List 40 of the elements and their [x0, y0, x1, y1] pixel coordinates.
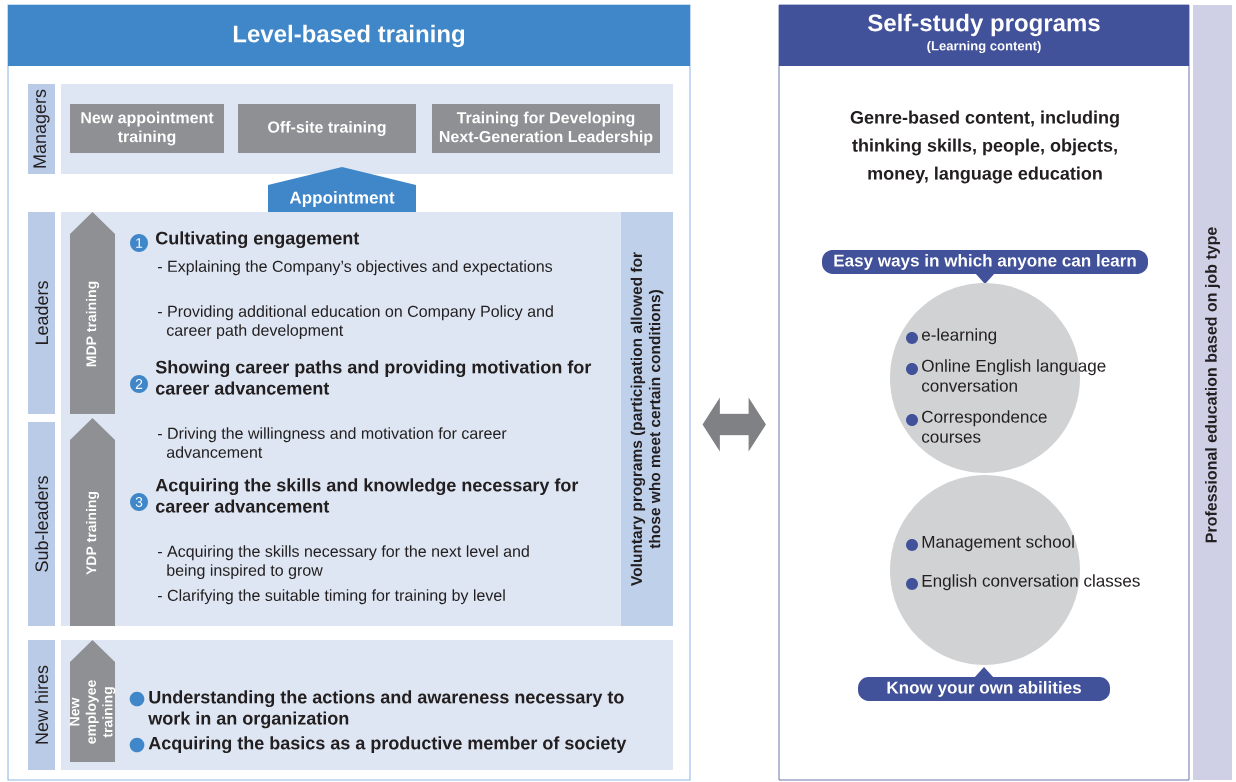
item-heading: Acquiring the skills and knowledge necessary for career advancement: [155, 478, 579, 513]
number-badge: 3: [130, 493, 148, 511]
item-heading: Showing career paths and providing motivation for career advancement: [155, 360, 592, 395]
panel-heading: Level-based training: [233, 24, 465, 48]
double-arrow: [702, 397, 766, 452]
bullet-item: Acquiring the basics as a productive member of society: [129, 736, 627, 754]
panel-subheading: (Learning content): [927, 40, 1041, 54]
chevron-banner: YDP training: [70, 418, 115, 626]
training-box: Off-site training: [238, 104, 416, 153]
bullet-item: e-learning: [906, 328, 997, 345]
pentagon-banner: Appointment: [268, 167, 416, 212]
circle: [890, 475, 1080, 665]
bullet-item: Correspondence courses: [906, 410, 1047, 443]
bullet-item: Management school: [906, 535, 1074, 552]
callout: Know your own abilities: [858, 667, 1110, 701]
row-label-box: Managers: [28, 84, 55, 174]
bullet-item: Understanding the actions and awareness necessary to work in an organization: [129, 690, 624, 729]
side-band: [1193, 5, 1232, 780]
callout: Easy ways in which anyone can learn: [822, 250, 1148, 284]
training-box: New appointment training: [70, 104, 224, 153]
row-label-box: Leaders: [28, 212, 55, 414]
bullet-item: Online English language conversation: [906, 359, 1106, 392]
item-text: - Providing additional education on Company Policy and career path development: [158, 305, 553, 340]
bullet-item: English conversation classes: [906, 574, 1140, 591]
item-text: - Explaining the Company’s objectives and expectations: [158, 260, 553, 276]
intro-text: Genre-based content, including thinking skills, people, objects, money, language education: [850, 110, 1119, 184]
item-text: - Acquiring the skills necessary for the next level and being inspired to grow: [158, 545, 529, 580]
content-band: [61, 212, 621, 626]
item-text: - Driving the willingness and motivation for career advancement: [158, 427, 507, 458]
item-heading: Cultivating engagement: [156, 231, 360, 249]
training-box: Training for Developing Next-Generation Leadership: [432, 104, 660, 153]
item-text: - Clarifying the suitable timing for training by level: [158, 589, 505, 605]
number-badge: 2: [130, 375, 148, 393]
panel-heading: Self-study programs: [868, 13, 1100, 37]
side-band: Voluntary programs (participation allowed for those who meet certain conditions): [621, 212, 673, 626]
chevron-banner: MDP training: [70, 212, 115, 414]
row-label-box: Sub-leaders: [28, 422, 55, 626]
number-badge: 1: [130, 234, 148, 252]
side-label: Professional education based on job type: [1205, 227, 1220, 543]
row-label-box: New hires: [28, 640, 55, 770]
